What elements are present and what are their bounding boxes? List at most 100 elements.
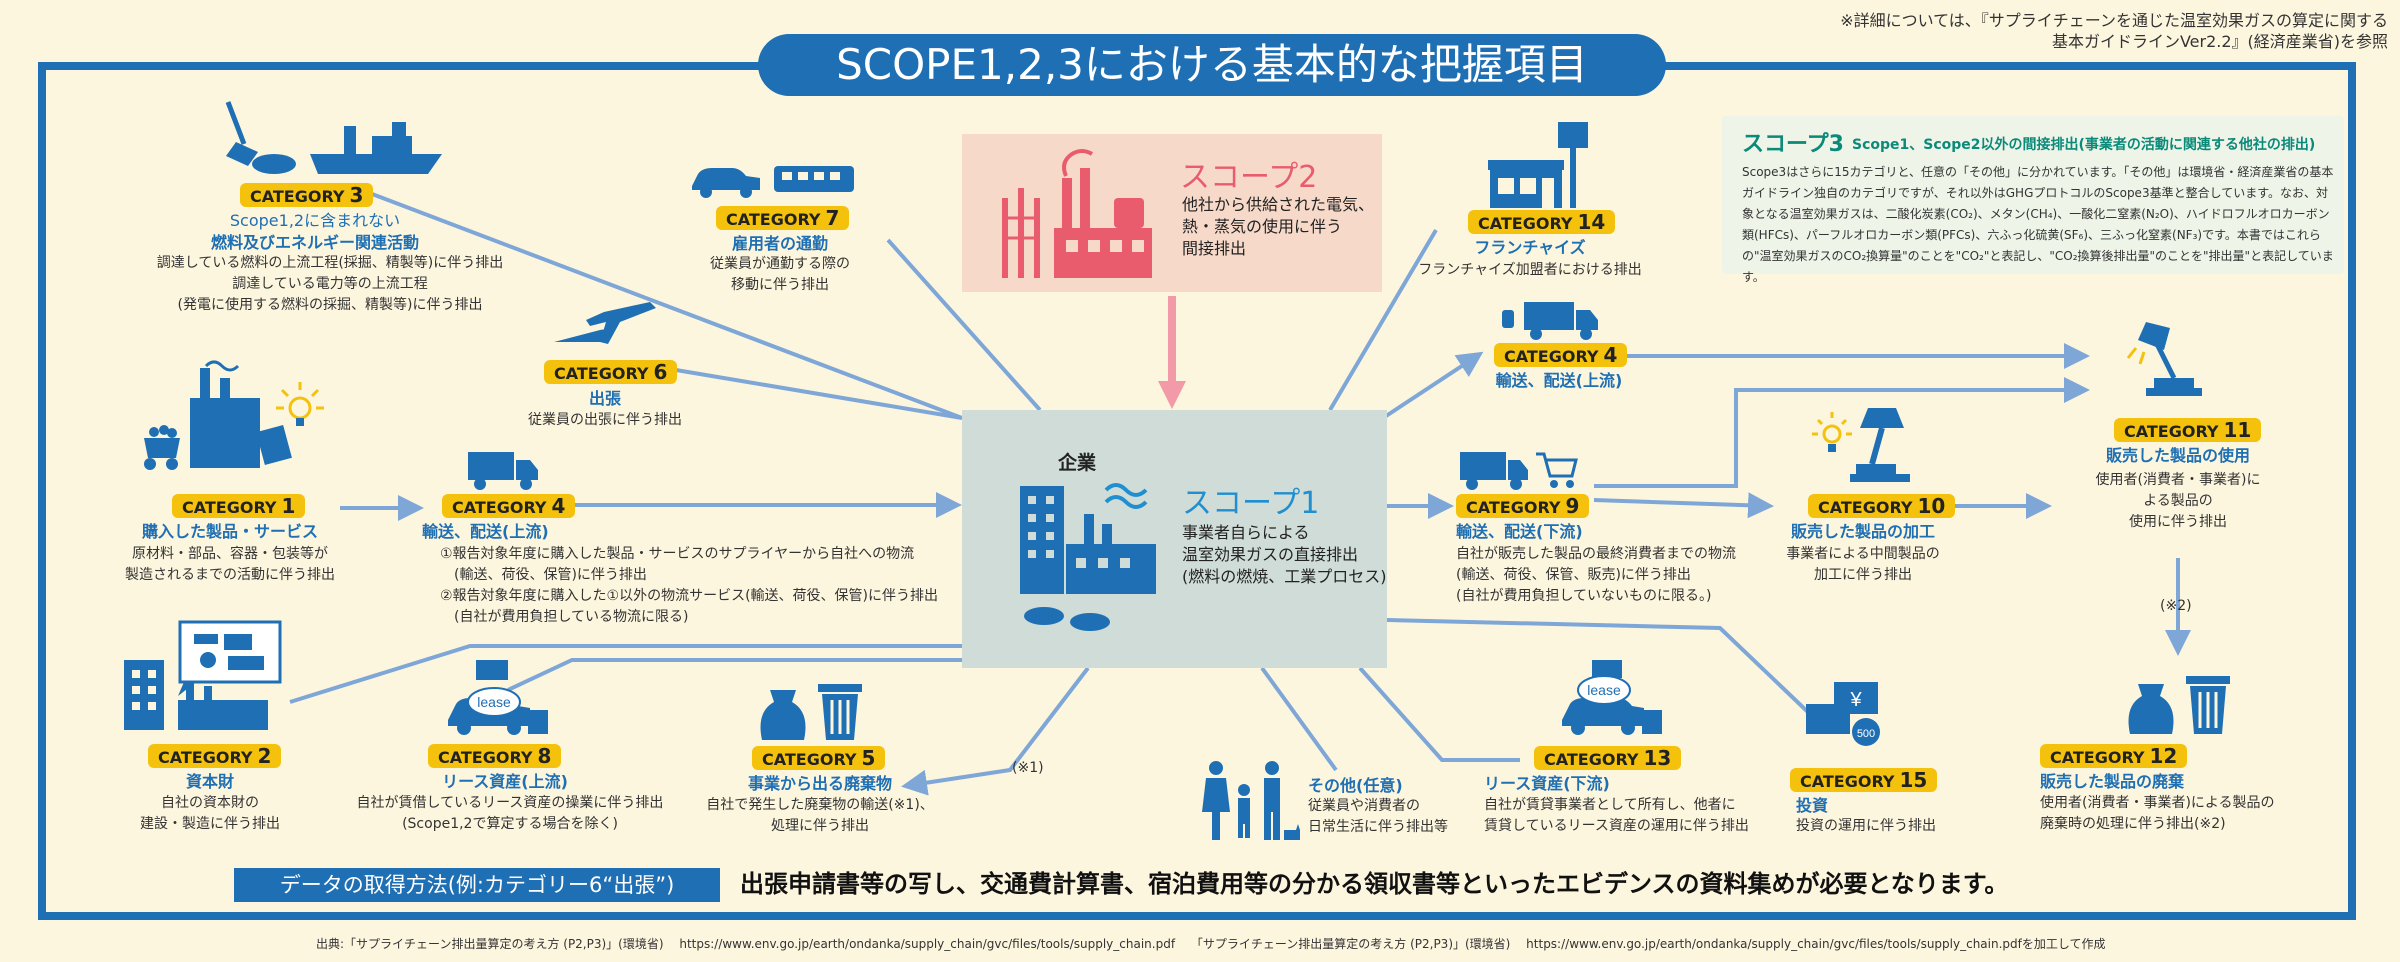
category-4b-title: 輸送、配送(上流): [1495, 371, 1623, 390]
category-15-title: 投資: [1796, 796, 1829, 815]
company-label: 企業: [1058, 452, 1097, 474]
line-c4b-up: [1378, 351, 1484, 422]
mining-ship-icon: [225, 101, 442, 174]
scope2-title: スコープ2: [1180, 160, 1318, 195]
category-11-title: 販売した製品の使用: [2105, 446, 2250, 465]
category-13-title: リース資産(下流): [1484, 774, 1610, 793]
category-10-title: 販売した製品の加工: [1790, 522, 1935, 541]
category-7-desc: 従業員が通勤する際の移動に伴う排出: [710, 256, 850, 293]
line-c7: [886, 238, 1042, 412]
category-10-desc: 事業者による中間製品の加工に伴う排出: [1786, 546, 1940, 583]
category-4-title: 輸送、配送(上流): [422, 522, 549, 541]
category-8-desc: 自社が賃借しているリース資産の操業に伴う排出(Scope1,2で算定する場合を除…: [356, 795, 664, 832]
category-6-title: 出張: [588, 389, 621, 408]
line-other: [1260, 666, 1338, 772]
line-c3: [371, 192, 963, 420]
category-1-title: 購入した製品・サービス: [141, 522, 318, 541]
line-c9-c11: [1594, 377, 2090, 488]
category-3-title: Scope1,2に含まれない: [229, 211, 401, 230]
car-train-icon: [692, 166, 854, 198]
note-1: (※1): [1012, 760, 1044, 776]
scope1-desc: 事業者自らによる温室効果ガスの直接排出(燃料の燃焼、工業プロセス): [1182, 523, 1387, 586]
source-citation: 出典:「サプライチェーン排出量算定の考え方 (P2,P3)」(環境省) http…: [316, 937, 2106, 951]
investment-money-icon: ¥ 500: [1806, 682, 1880, 746]
line-c14: [1328, 228, 1438, 412]
family-icon: [1202, 761, 1300, 840]
data-method-label: データの取得方法(例:カテゴリー6“出張”): [234, 868, 720, 902]
airplane-train-icon: [554, 302, 656, 344]
scope3-title: スコープ3: [1742, 132, 1844, 157]
line-c9-c10: [1593, 492, 1774, 519]
page-title: SCOPE1,2,3における基本的な把握項目: [758, 34, 1666, 96]
line-c13: [1358, 666, 1520, 762]
category-11-desc: 使用者(消費者・事業者)による製品の使用に伴う排出: [2095, 472, 2261, 530]
capital-goods-icon: [124, 620, 282, 730]
category-9-title: 輸送、配送(下流): [1456, 522, 1583, 541]
data-method-text: 出張申請書等の写し、交通費計算書、宿泊費用等の分かる領収書等といったエビデンスの…: [740, 870, 2009, 898]
yen-label: ¥: [1849, 689, 1862, 711]
factory-materials-icon: [144, 360, 324, 470]
category-2-title: 資本財: [185, 772, 234, 791]
category-6-desc: 従業員の出張に伴う排出: [528, 412, 682, 428]
category-12-title: 販売した製品の廃棄: [2040, 772, 2185, 791]
lease-downstream-icon: lease: [1562, 660, 1662, 735]
line-c8: [507, 658, 962, 692]
category-12-desc: 使用者(消費者・事業者)による製品の廃棄時の処理に伴う排出(※2): [2040, 795, 2275, 832]
reference-note: ※詳細については、『サプライチェーンを通じた温室効果ガスの算定に関する基本ガイド…: [1840, 11, 2388, 51]
scope2-box: [962, 134, 1382, 292]
line-c2: [289, 644, 962, 704]
scope1-title: スコープ1: [1182, 486, 1320, 521]
franchise-shop-icon: [1488, 122, 1588, 208]
category-4-desc: ①報告対象年度に購入した製品・サービスのサプライヤーから自社への物流 (輸送、荷…: [440, 546, 939, 625]
category-14-title: フランチャイズ: [1474, 238, 1586, 257]
desk-lamp-icon: [2126, 322, 2202, 396]
lamp-processing-icon: [1812, 408, 1910, 482]
category-9-desc: 自社が販売した製品の最終消費者までの物流(輸送、荷役、保管、販売)に伴う排出(自…: [1456, 546, 1736, 604]
category-14-desc: フランチャイズ加盟者における排出: [1418, 262, 1642, 278]
category-2-desc: 自社の資本財の建設・製造に伴う排出: [140, 795, 280, 832]
coin-label: 500: [1857, 728, 1875, 740]
factory-building-icon: [1020, 483, 1156, 631]
note-2: (※2): [2160, 598, 2192, 614]
scope2-desc: 他社から供給された電気、熱・蒸気の使用に伴う間接排出: [1182, 195, 1375, 258]
scope3-body: Scope3はさらに15カテゴリと、任意の「その他」に分かれています。「その他」…: [1742, 165, 2334, 284]
line-c15: [1386, 618, 1812, 716]
lease-label-left: lease: [477, 694, 511, 710]
truck-cart-icon: [1460, 452, 1578, 490]
lease-icon: lease: [448, 660, 548, 735]
other-desc: 従業員や消費者の日常生活に伴う排出等: [1308, 798, 1448, 835]
scope3-subtitle: Scope1、Scope2以外の間接排出(事業者の活動に関連する他社の排出): [1852, 137, 2316, 153]
category-8-title: リース資産(上流): [442, 772, 568, 791]
other-title: その他(任意): [1308, 776, 1403, 795]
line-c5: [901, 666, 1090, 796]
scope3-box: [1722, 116, 2344, 274]
category-3-title2: 燃料及びエネルギー関連活動: [210, 233, 419, 252]
category-5-title: 事業から出る廃棄物: [747, 774, 892, 793]
category-15-desc: 投資の運用に伴う排出: [1796, 818, 1936, 834]
garbage-bin-icon: [2128, 676, 2230, 734]
category-7-title: 雇用者の通勤: [731, 234, 828, 253]
category-1-desc: 原材料・部品、容器・包装等が製造されるまでの活動に伴う排出: [125, 546, 335, 583]
power-plant-icon: [1002, 149, 1152, 278]
lease-label-right: lease: [1587, 682, 1621, 698]
delivery-truck-right-icon: [1502, 302, 1598, 340]
garbage-bag-bin-icon: [760, 684, 862, 740]
category-3-desc: 調達している燃料の上流工程(採掘、精製等)に伴う排出調達している電力等の上流工程…: [156, 255, 504, 313]
